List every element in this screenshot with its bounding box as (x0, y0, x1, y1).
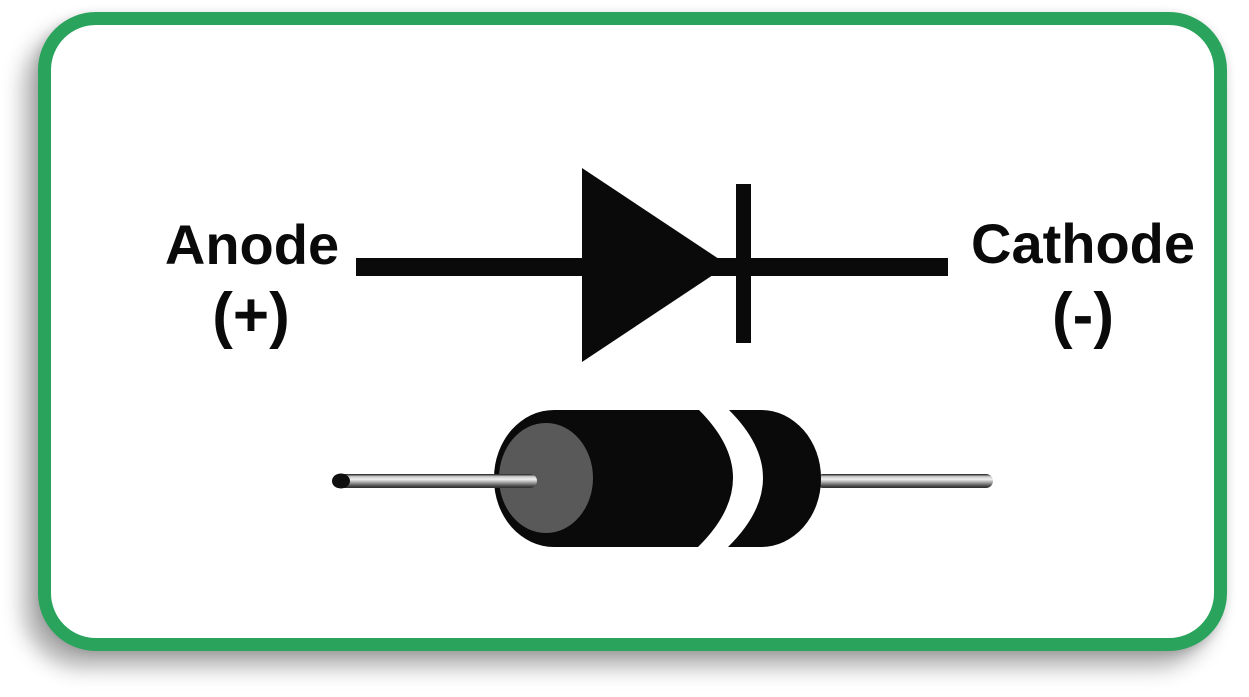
lead-tip-icon (332, 473, 350, 489)
anode-label: Anode (164, 213, 340, 276)
diode-diagram-card: Anode (+) Cathode (-) (38, 12, 1227, 651)
anode-triangle-icon (582, 168, 728, 362)
left-lead-wire (332, 474, 537, 488)
cathode-band (698, 410, 764, 547)
gray-end-cap (499, 423, 593, 533)
cathode-polarity-sign: (-) (1052, 281, 1114, 350)
right-lead-wire (816, 474, 993, 488)
anode-polarity-sign: (+) (212, 281, 290, 350)
physical-diode-illustration (332, 410, 993, 547)
cathode-bar-icon (736, 184, 751, 343)
cathode-label: Cathode (971, 212, 1195, 275)
